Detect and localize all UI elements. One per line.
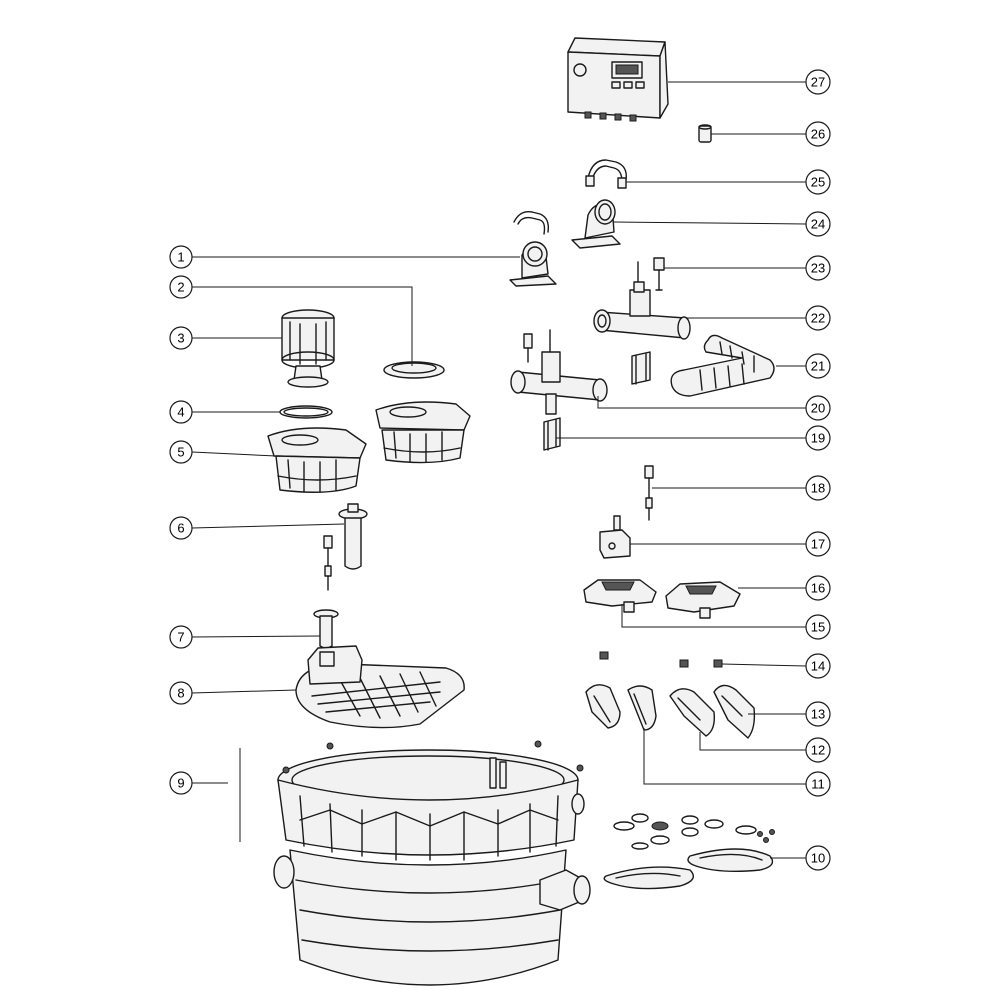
svg-text:20: 20 <box>811 401 825 416</box>
callout-19: 19 <box>805 425 831 451</box>
callout-21: 21 <box>805 353 831 379</box>
part-15-valve-body <box>583 579 657 613</box>
part-18-probe <box>644 465 654 521</box>
callout-18: 18 <box>805 475 831 501</box>
part-27-control-box <box>567 37 669 122</box>
svg-text:1: 1 <box>177 250 184 265</box>
part-16-valve-body <box>665 581 741 619</box>
callout-17: 17 <box>805 531 831 557</box>
callout-8: 8 <box>169 681 193 705</box>
part-1-elbow-fitting <box>509 211 557 287</box>
leader-8 <box>191 689 297 694</box>
leader-12 <box>699 732 806 751</box>
callout-22: 22 <box>805 305 831 331</box>
part-24-elbow <box>571 199 621 249</box>
callout-15: 15 <box>805 614 831 640</box>
part-probe-left <box>323 535 333 591</box>
part-5-housing-left <box>267 427 367 493</box>
callout-9: 9 <box>169 771 193 795</box>
part-13-clamp <box>713 684 756 739</box>
part-bracket-small <box>631 351 651 385</box>
part-19-bracket <box>543 417 561 451</box>
svg-text:21: 21 <box>811 359 825 374</box>
svg-text:11: 11 <box>811 777 825 792</box>
svg-text:17: 17 <box>811 537 825 552</box>
svg-text:7: 7 <box>177 630 184 645</box>
callout-7: 7 <box>169 625 193 649</box>
svg-text:8: 8 <box>177 686 184 701</box>
leader-lines <box>191 81 807 859</box>
callout-6: 6 <box>169 516 193 540</box>
callout-24: 24 <box>805 211 831 237</box>
part-2-lid <box>383 361 445 379</box>
part-clamp-left <box>585 684 621 729</box>
callout-25: 25 <box>805 169 831 195</box>
part-22-pipe-tee <box>593 261 691 340</box>
leader-15 <box>621 604 806 628</box>
leader-2 <box>192 286 413 366</box>
leader-14 <box>721 663 807 667</box>
leader-20 <box>597 396 806 409</box>
part-26-fitting <box>698 124 712 143</box>
leader-7 <box>191 635 321 638</box>
svg-text:2: 2 <box>177 280 184 295</box>
callout-27: 27 <box>805 69 831 95</box>
callout-12: 12 <box>805 737 831 763</box>
svg-text:9: 9 <box>177 776 184 791</box>
svg-text:26: 26 <box>811 127 825 142</box>
callout-4: 4 <box>169 400 193 424</box>
svg-text:19: 19 <box>811 431 825 446</box>
callout-11: 11 <box>805 771 831 797</box>
svg-text:4: 4 <box>177 405 184 420</box>
part-10-gasket-set <box>603 813 775 890</box>
callout-13: 13 <box>805 701 831 727</box>
part-housing-right <box>375 401 471 464</box>
svg-text:24: 24 <box>811 217 825 232</box>
svg-text:14: 14 <box>811 659 825 674</box>
leader-11 <box>643 728 806 785</box>
svg-text:23: 23 <box>811 261 825 276</box>
part-20-pipe-tee <box>510 329 608 415</box>
part-6-tube <box>338 503 368 570</box>
svg-text:10: 10 <box>811 851 825 866</box>
callout-1: 1 <box>169 245 193 269</box>
part-8-sieve-tray <box>295 645 465 729</box>
svg-text:5: 5 <box>177 445 184 460</box>
svg-text:25: 25 <box>811 175 825 190</box>
part-11-clamp <box>627 685 657 731</box>
part-9-main-tank <box>273 740 591 986</box>
leader-6 <box>191 523 345 529</box>
svg-text:22: 22 <box>811 311 825 326</box>
svg-text:6: 6 <box>177 521 184 536</box>
callout-16: 16 <box>805 575 831 601</box>
part-23-valve-stem <box>653 257 665 291</box>
part-25-clamp <box>585 159 627 189</box>
callout-3: 3 <box>169 326 193 350</box>
callout-5: 5 <box>169 440 193 464</box>
svg-text:12: 12 <box>811 743 825 758</box>
part-3-cartridge <box>281 309 335 388</box>
callout-20: 20 <box>805 395 831 421</box>
part-17-sensor-box <box>599 515 631 559</box>
callout-10: 10 <box>805 845 831 871</box>
svg-text:27: 27 <box>811 75 825 90</box>
callout-26: 26 <box>805 121 831 147</box>
leader-5 <box>191 451 277 457</box>
callout-14: 14 <box>805 653 831 679</box>
part-21-flex-hose <box>670 334 775 397</box>
callout-2: 2 <box>169 275 193 299</box>
part-14-nuts <box>599 651 723 668</box>
callout-bubbles: 1 2 3 4 5 6 7 8 <box>169 69 831 871</box>
leader-24 <box>613 221 807 225</box>
svg-text:15: 15 <box>811 620 825 635</box>
callout-23: 23 <box>805 255 831 281</box>
part-12-clamp <box>669 688 716 737</box>
part-4-o-ring <box>279 405 333 419</box>
svg-text:3: 3 <box>177 331 184 346</box>
part-7-spigot <box>313 609 339 649</box>
svg-text:16: 16 <box>811 581 825 596</box>
svg-text:13: 13 <box>811 707 825 722</box>
svg-text:18: 18 <box>811 481 825 496</box>
